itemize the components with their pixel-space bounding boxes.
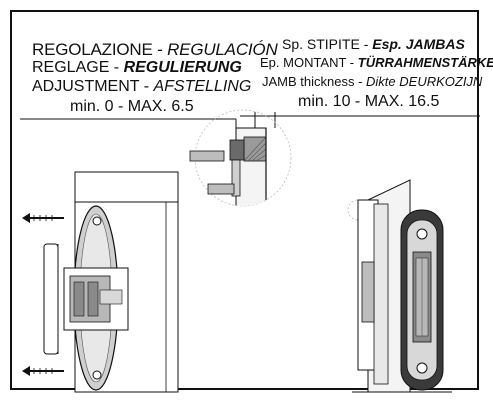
adjustment-label-es: REGULACIÓN — [167, 40, 278, 59]
adjustment-label-fr-de: REGLAGE - REGULIERUNG — [32, 59, 242, 77]
adjustment-label-en-nl: ADJUSTMENT - AFSTELLING — [32, 78, 251, 96]
adjustment-range: min. 0 - MAX. 6.5 — [70, 98, 194, 115]
jamb-label-en: JAMB thickness - — [262, 74, 367, 89]
jamb-label-nl: Dikte DEURKOZIJN — [366, 74, 483, 89]
detail-magnifier — [189, 109, 292, 207]
hinge-side-view — [22, 171, 179, 393]
jamb-label-fr-de: Ep. MONTANT - TÜRRAHMENSTÄRKE — [260, 55, 493, 70]
hinge-front-view — [347, 179, 452, 393]
adjustment-label-nl: AFSTELLING — [153, 78, 252, 95]
jamb-label-de: TÜRRAHMENSTÄRKE — [357, 55, 493, 70]
adjustment-label-en: ADJUSTMENT - — [32, 78, 154, 95]
jamb-label-en-nl: JAMB thickness - Dikte DEURKOZIJN — [262, 74, 482, 89]
adjustment-label-it: REGOLAZIONE - — [32, 40, 168, 59]
jamb-range: min. 10 - MAX. 16.5 — [298, 93, 440, 110]
jamb-label-es: Esp. JAMBAS — [372, 36, 465, 52]
adjustment-label-de: REGULIERUNG — [123, 59, 242, 76]
jamb-label-it-es: Sp. STIPITE - Esp. JAMBAS — [282, 36, 465, 52]
adjustment-label-it-es: REGOLAZIONE - REGULACIÓN — [32, 40, 278, 60]
jamb-label-it: Sp. STIPITE - — [282, 36, 373, 52]
adjustment-label-fr: REGLAGE - — [32, 59, 124, 76]
jamb-label-fr: Ep. MONTANT - — [260, 55, 358, 70]
